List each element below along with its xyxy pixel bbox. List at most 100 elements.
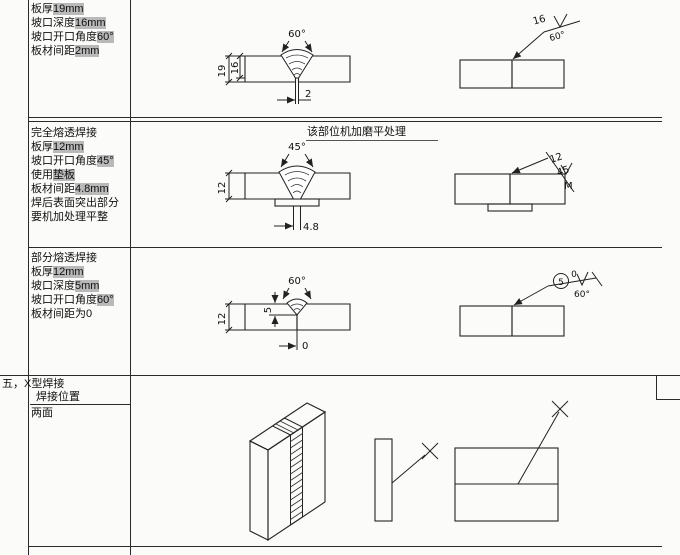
weld-position-label: 焊接位置: [36, 391, 80, 403]
svg-text:4.8: 4.8: [303, 222, 319, 233]
leader-line: [391, 454, 426, 484]
x-weld-symbol: [551, 400, 569, 418]
spec-line: 板材间距为0: [31, 308, 93, 320]
row2-specs: 完全熔透焊接 板厚12mm 坡口开口角度45° 使用垫板 板材间距4.8mm 焊…: [31, 126, 119, 224]
spec-line: 坡口开口角度60°: [31, 31, 114, 43]
table-column-divider: [130, 0, 131, 555]
isometric-welded-plate: [248, 402, 327, 542]
plate-outline: [244, 303, 351, 331]
butt-joint-plates: [459, 305, 565, 337]
weld-hatching: [275, 420, 303, 520]
dimension-angle: 45°: [280, 142, 314, 168]
dimension-angle: 60°: [281, 29, 313, 53]
dimension-root-gap: 4.8: [274, 206, 319, 233]
svg-text:12: 12: [217, 313, 228, 326]
v-groove-section-drawing-2: 45° 12 4.8: [217, 142, 351, 233]
weld-symbol: 5 0 60°: [513, 270, 603, 306]
weld-symbol-drawing-2: 12 45 M: [454, 152, 575, 212]
spec-line: 坡口开口角度45°: [31, 155, 114, 167]
weld-symbol: 12 45 M: [511, 152, 575, 193]
svg-text:45: 45: [556, 164, 572, 178]
spec-line: 板材间距2mm: [31, 45, 100, 57]
spec-line: 使用垫板: [31, 169, 75, 181]
svg-text:16: 16: [532, 14, 547, 28]
highlighted-value: 60°: [97, 294, 114, 306]
spec-line: 完全熔透焊接: [31, 127, 97, 139]
svg-text:5: 5: [263, 307, 274, 313]
leader-line: [517, 411, 560, 485]
v-groove-section-drawing-1: 60° 19 16 2: [217, 29, 351, 104]
spec-line: 板厚12mm: [31, 141, 84, 153]
butt-joint-plates: [454, 173, 566, 212]
svg-text:2: 2: [305, 89, 311, 100]
weld-symbol-drawing-1: 16 60°: [459, 14, 581, 89]
svg-text:60°: 60°: [288, 29, 306, 40]
weld-bead: [278, 165, 316, 200]
row3-specs: 部分熔透焊接 板厚12mm 坡口深度5mm 坡口开口角度60° 板材间距为0: [31, 251, 114, 321]
weld-bead: [286, 298, 308, 316]
edge-view: [374, 438, 439, 522]
front-view: [454, 400, 569, 522]
section-divider: [0, 375, 680, 376]
dimension-root-gap: 0: [279, 330, 308, 352]
butt-joint-plates: [459, 59, 565, 89]
bottom-border: [28, 546, 662, 547]
spec-line: 坡口深度5mm: [31, 280, 100, 292]
svg-text:60°: 60°: [548, 30, 566, 44]
dimension-thickness: 12: [217, 169, 245, 203]
machining-note-underline: [306, 140, 438, 141]
highlighted-value: 60°: [97, 31, 114, 43]
right-cell-border-v: [656, 375, 657, 399]
spec-line: 要机加处理平整: [31, 211, 108, 223]
spec-line: 板材间距4.8mm: [31, 183, 109, 195]
spec-line: 部分熔透焊接: [31, 252, 97, 264]
highlighted-value: 垫板: [53, 169, 75, 181]
dimension-depth: 5: [263, 292, 297, 327]
machining-note: 该部位机加磨平处理: [307, 126, 406, 138]
row-divider-1b: [28, 121, 662, 122]
dimension-root-gap: 2: [277, 82, 311, 104]
highlighted-value: 4.8mm: [75, 183, 109, 195]
x-weld-drawings: [248, 400, 569, 542]
svg-text:45°: 45°: [288, 142, 306, 153]
weld-hatching: [284, 171, 310, 194]
highlighted-value: 12mm: [53, 141, 84, 153]
weld-hatching: [290, 303, 304, 311]
highlighted-value: 16mm: [75, 17, 106, 29]
spec-line: 板厚19mm: [31, 3, 84, 15]
row-divider-2: [28, 247, 662, 248]
dimension-angle: 60°: [282, 276, 312, 300]
spec-line: 坡口深度16mm: [31, 17, 106, 29]
svg-text:5: 5: [558, 278, 564, 288]
highlighted-value: 45°: [97, 155, 114, 167]
v-groove-section-drawing-3: 60° 5 12 0: [217, 276, 351, 352]
highlighted-value: 2mm: [75, 45, 100, 57]
table-left-border: [28, 0, 29, 555]
row-divider-1a: [28, 117, 662, 118]
svg-text:12: 12: [549, 152, 565, 166]
dimension-depth: 16: [230, 52, 245, 82]
section-title: 五，X型焊接: [2, 378, 65, 390]
svg-text:16: 16: [230, 62, 241, 75]
svg-text:60°: 60°: [574, 290, 590, 300]
svg-text:19: 19: [217, 65, 228, 78]
spec-line: 坡口开口角度60°: [31, 294, 114, 306]
x-weld-symbol: [421, 442, 439, 460]
highlighted-value: 12mm: [53, 266, 84, 278]
spec-line: 焊后表面突出部分: [31, 197, 119, 209]
position-header-underline: [30, 404, 130, 405]
backing-strip: [274, 198, 320, 207]
row1-specs: 板厚19mm 坡口深度16mm 坡口开口角度60° 板材间距2mm: [31, 2, 114, 58]
right-cell-border-h: [656, 399, 680, 400]
spec-line: 板厚12mm: [31, 266, 84, 278]
circle-annotation: [553, 273, 569, 289]
dimension-thickness: 19: [217, 52, 245, 86]
svg-text:12: 12: [217, 182, 228, 195]
backing-strip: [487, 203, 533, 212]
weld-seam: [271, 417, 304, 526]
highlighted-value: 5mm: [75, 280, 100, 292]
dimension-thickness: 12: [217, 300, 245, 334]
svg-text:60°: 60°: [288, 276, 306, 287]
weld-position-value: 两面: [31, 407, 53, 419]
